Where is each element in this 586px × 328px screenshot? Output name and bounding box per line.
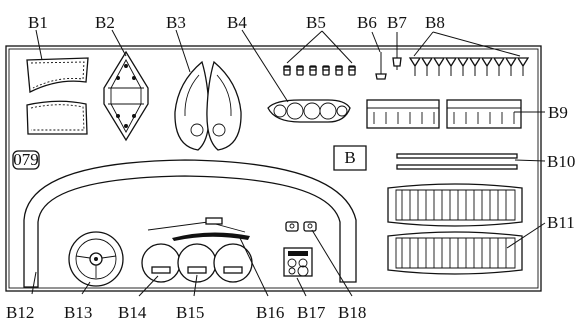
part-b17 [283,247,313,277]
part-b2 [103,50,149,142]
part-b5 [283,65,356,76]
part-b4 [267,99,351,123]
part-b10 [396,153,518,170]
label-b7: B7 [387,13,407,32]
part-b8 [408,57,530,76]
label-b8: B8 [425,13,445,32]
part-b13 [68,231,124,287]
label-b4: B4 [227,13,247,32]
part-b16 [147,217,250,241]
leader-lines [31,29,546,297]
label-b13: B13 [64,303,92,322]
label-b6: B6 [357,13,377,32]
part-b15 [177,243,253,283]
label-b16: B16 [256,303,284,322]
part-labels: B1 B2 B3 B4 B5 B6 B7 B8 B9 B10 B11 B12 B… [6,13,575,322]
sprue-frame-inner [8,48,539,289]
label-b18: B18 [338,303,366,322]
sheet-number-marker: 079 [12,150,40,170]
label-b9: B9 [548,103,568,122]
part-b18 [285,221,317,232]
label-b12: B12 [6,303,34,322]
label-b3: B3 [166,13,186,32]
label-b17: B17 [297,303,326,322]
label-b11: B11 [547,213,575,232]
label-b15: B15 [176,303,204,322]
part-b12 [23,159,357,288]
label-b5: B5 [306,13,326,32]
part-b7 [392,50,402,70]
part-b6 [375,52,387,80]
label-b2: B2 [95,13,115,32]
part-b9 [366,99,522,129]
part-b1 [26,57,89,135]
sheet-letter: B [344,148,355,167]
part-b14 [141,243,181,283]
label-b14: B14 [118,303,147,322]
sheet-letter-marker: B [333,145,367,171]
sheet-number: 079 [13,150,39,169]
label-b1: B1 [28,13,48,32]
part-b11 [387,183,523,275]
label-b10: B10 [547,152,575,171]
part-b3 [174,60,242,151]
